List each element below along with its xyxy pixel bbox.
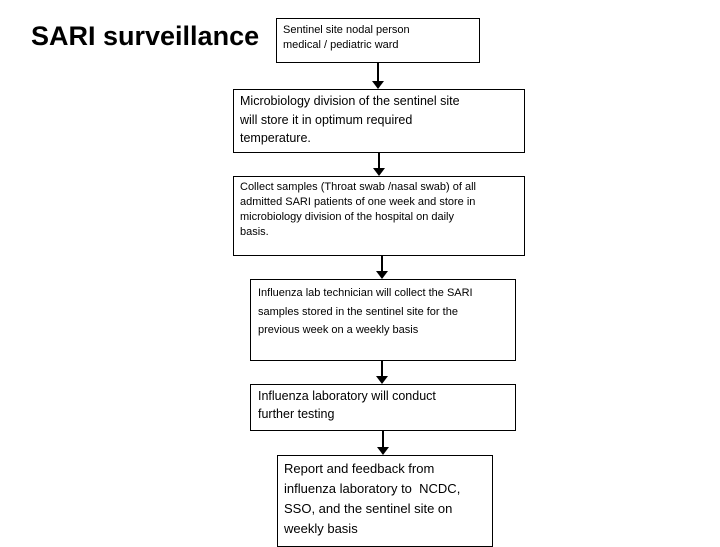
flow-box-microbiology-division-storage: Microbiology division of the sentinel si… — [233, 89, 525, 153]
arrow-head-icon — [373, 168, 385, 176]
flow-box-text: Sentinel site nodal person medical / ped… — [283, 24, 410, 51]
flow-box-collect-samples: Collect samples (Throat swab /nasal swab… — [233, 176, 525, 256]
arrow-shaft — [381, 361, 383, 376]
down-arrow-4 — [376, 361, 388, 384]
flow-box-text: Report and feedback from influenza labor… — [284, 461, 461, 536]
arrow-head-icon — [377, 447, 389, 455]
flow-box-text: Influenza lab technician will collect th… — [258, 287, 473, 336]
arrow-shaft — [377, 63, 379, 81]
flow-box-influenza-laboratory-testing: Influenza laboratory will conduct furthe… — [250, 384, 516, 431]
arrow-head-icon — [376, 376, 388, 384]
flow-box-text: Microbiology division of the sentinel si… — [240, 94, 460, 145]
slide-title: SARI surveillance — [31, 21, 260, 51]
down-arrow-3 — [376, 256, 388, 279]
flow-box-sentinel-site-nodal-person: Sentinel site nodal person medical / ped… — [276, 18, 480, 63]
flow-box-report-and-feedback: Report and feedback from influenza labor… — [277, 455, 493, 547]
arrow-head-icon — [376, 271, 388, 279]
flow-box-text: Influenza laboratory will conduct furthe… — [258, 389, 436, 421]
arrow-shaft — [378, 153, 380, 168]
down-arrow-2 — [373, 153, 385, 176]
arrow-head-icon — [372, 81, 384, 89]
flow-box-lab-technician-collects-samples: Influenza lab technician will collect th… — [250, 279, 516, 361]
arrow-shaft — [382, 431, 384, 447]
flow-box-text: Collect samples (Throat swab /nasal swab… — [240, 181, 476, 238]
arrow-shaft — [381, 256, 383, 271]
down-arrow-1 — [372, 63, 384, 89]
down-arrow-5 — [377, 431, 389, 455]
